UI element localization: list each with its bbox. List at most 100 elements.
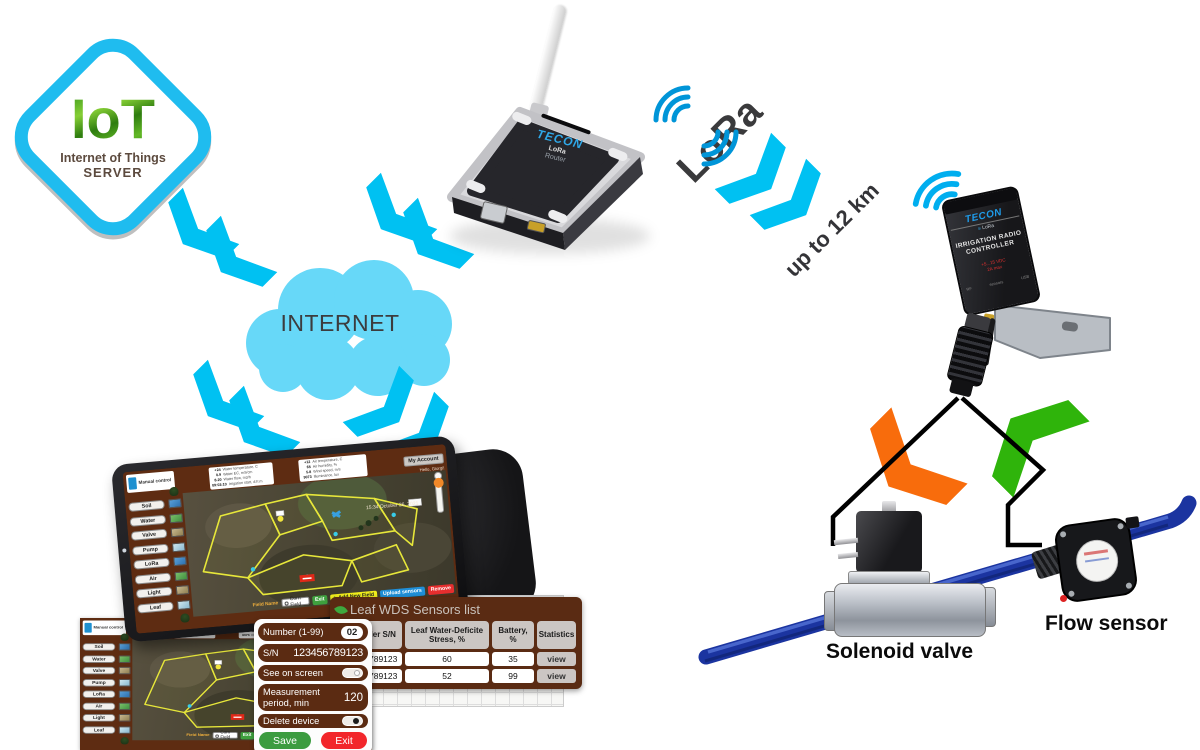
manual-control-card[interactable]: Manual control	[82, 620, 127, 636]
sidebar-item-light[interactable]: Light	[135, 586, 173, 599]
sidebar-icon-valve[interactable]	[118, 666, 131, 675]
sidebar-icon-light[interactable]	[118, 714, 131, 722]
sidebar-item-lora[interactable]: LoRa	[82, 690, 116, 698]
view-button[interactable]: view	[537, 652, 576, 666]
sidebar-icon-light[interactable]	[175, 585, 190, 596]
sidebar-item-pump[interactable]: Pump	[82, 678, 116, 687]
sidebar-icon-leaf[interactable]	[118, 725, 131, 734]
field-map[interactable]: 15:34 October 26, 2021 Field Name Corn F…	[182, 470, 457, 617]
router-front-face	[452, 197, 565, 250]
manual-control-card[interactable]: Manual control	[125, 470, 176, 493]
router-corner-feet	[466, 111, 628, 224]
see-on-screen-toggle[interactable]	[342, 668, 363, 678]
sidebar-icons	[118, 643, 131, 734]
field-name-label: Field Name	[186, 733, 210, 738]
sidebar-icon-lora[interactable]	[118, 690, 131, 698]
sidebar-icon-leaf[interactable]	[176, 599, 191, 610]
number-label: Number (1-99)	[263, 626, 324, 637]
internet-cloud	[246, 260, 452, 400]
tree-icon	[180, 613, 190, 623]
sidebar-item-light[interactable]: Light	[82, 714, 116, 722]
leaf-icon	[334, 602, 348, 617]
sidebar-icon-soil[interactable]	[118, 643, 131, 651]
tree-icon	[120, 633, 129, 641]
number-value[interactable]: 02	[341, 625, 363, 639]
solenoid-valve	[820, 495, 1000, 645]
sidebar-icon-valve[interactable]	[170, 527, 185, 538]
iot-server-badge: IoT Internet of Things SERVER	[0, 10, 230, 251]
table-cell: 52	[405, 669, 489, 683]
sidebar-icon-water[interactable]	[118, 655, 131, 663]
table-cell: 99	[492, 669, 534, 683]
flow-sensor-wire	[1060, 595, 1067, 602]
sidebar-item-soil[interactable]: Soil	[128, 499, 165, 512]
valve-coil	[856, 511, 922, 573]
coil-screw	[882, 501, 896, 513]
tree-markers	[358, 515, 379, 531]
sensors-panel-title: Leaf WDS Sensors list	[350, 602, 481, 617]
sidebar-icon-air[interactable]	[118, 702, 131, 710]
column-header: Leaf Water-Deficite Stress, %	[405, 621, 489, 649]
dialog-exit-button[interactable]: Exit	[321, 732, 367, 749]
flow-sensor-label-sticker	[1073, 537, 1121, 585]
save-button[interactable]: Save	[259, 732, 311, 749]
field-boundaries	[202, 493, 423, 596]
sidebar-item-air[interactable]: Air	[134, 572, 172, 585]
manual-control-label: Manual control	[138, 477, 172, 486]
sensor-cables	[830, 396, 1047, 548]
see-on-screen-label: See on screen	[263, 667, 323, 678]
internet-label: INTERNET	[280, 310, 400, 336]
search-icon	[284, 601, 289, 606]
sidebar-item-valve[interactable]: Valve	[82, 666, 116, 675]
exit-button[interactable]: Exit	[240, 731, 255, 740]
usb-port[interactable]	[526, 220, 546, 234]
solenoid-valve-label: Solenoid valve	[826, 640, 974, 663]
sensor-markers	[250, 498, 423, 583]
sidebar-item-water[interactable]: Water	[82, 655, 116, 663]
period-label: Measurement period, min	[263, 687, 320, 708]
sidebar-item-water[interactable]: Water	[129, 514, 167, 527]
sidebar-item-valve[interactable]: Valve	[130, 528, 168, 541]
column-header: Battery, %	[492, 621, 534, 649]
remove-button[interactable]: Remove	[427, 583, 455, 595]
sidebar-icon-pump[interactable]	[118, 678, 131, 687]
sidebar-item-soil[interactable]: Soil	[82, 643, 116, 651]
iot-subtitle: Internet of Things	[60, 150, 166, 165]
sn-value[interactable]: 123456789123	[293, 647, 363, 659]
sidebar-item-leaf[interactable]: Leaf	[137, 600, 174, 614]
valve-terminal	[833, 537, 859, 546]
view-button[interactable]: view	[537, 669, 576, 683]
sidebar-icon-soil[interactable]	[168, 498, 182, 509]
device-settings-dialog: Number (1-99) 02 S/N 123456789123 See on…	[254, 619, 372, 750]
lora-router: TECON LoRa Router	[430, 0, 660, 260]
sidebar-item-leaf[interactable]: Leaf	[82, 725, 116, 734]
exit-button[interactable]: Exit	[311, 594, 328, 605]
field-name-input[interactable]: Corn Field	[212, 730, 238, 740]
flow-sensor	[1030, 515, 1145, 610]
sidebar-icon-lora[interactable]	[173, 556, 187, 567]
mounting-bracket	[994, 304, 1111, 359]
sn-label: S/N	[263, 647, 279, 658]
sidebar-item-pump[interactable]: Pump	[132, 543, 169, 556]
column-header: Statistics	[537, 621, 576, 649]
sidebar-item-air[interactable]: Air	[82, 702, 116, 710]
table-cell: 60	[405, 652, 489, 666]
app-logo-icon	[84, 622, 92, 633]
sidebar-item-lora[interactable]: LoRa	[133, 557, 170, 570]
field-name-input[interactable]: Corn Field	[280, 595, 310, 608]
period-value[interactable]: 120	[343, 691, 363, 704]
app-logo-icon	[128, 477, 138, 490]
sidebar-icon-pump[interactable]	[171, 541, 186, 552]
delete-device-toggle[interactable]	[342, 716, 363, 726]
sidebar-icon-air[interactable]	[174, 570, 189, 581]
sidebar-icon-water[interactable]	[169, 512, 184, 523]
iot-server-label: SERVER	[83, 164, 143, 180]
ethernet-port[interactable]	[480, 201, 508, 224]
flow-sensor-tab	[1125, 516, 1140, 529]
